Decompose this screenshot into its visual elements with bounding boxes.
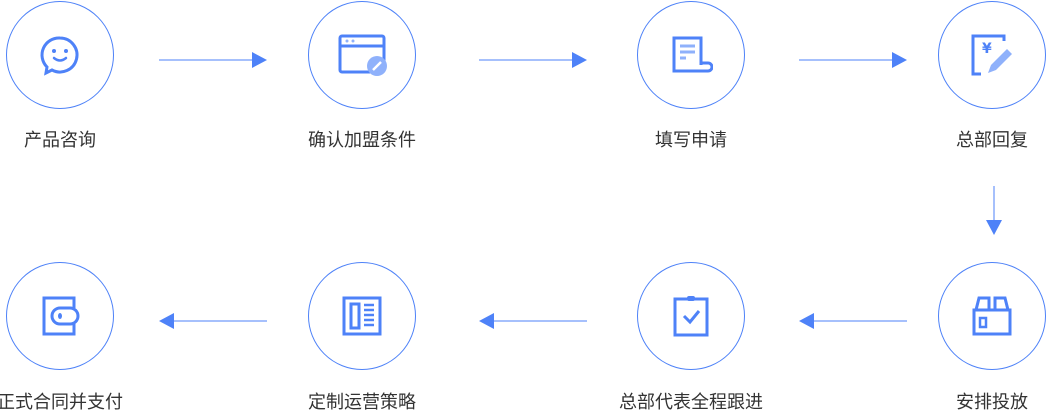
- list-panel-icon: [342, 296, 382, 336]
- step-6-label: 总部代表全程跟进: [619, 392, 763, 413]
- step-1-label: 产品咨询: [24, 130, 96, 151]
- document-scroll-icon: [672, 36, 713, 73]
- step-8-circle: [6, 262, 114, 370]
- chat-smile-icon: [40, 36, 79, 76]
- step-6-circle: [637, 262, 745, 370]
- step-7-label: 定制运营策略: [308, 392, 416, 413]
- clipboard-check-icon: [673, 296, 709, 337]
- arrow-left-2: [479, 313, 587, 329]
- wallet-icon: [42, 296, 80, 336]
- step-5-label: 安排投放: [956, 392, 1028, 413]
- step-7-circle: [308, 262, 416, 370]
- arrow-right-3: [799, 52, 907, 68]
- step-3-circle: [637, 1, 745, 109]
- step-3-label: 填写申请: [655, 130, 727, 151]
- step-4-label: 总部回复: [956, 130, 1028, 151]
- step-2-label: 确认加盟条件: [308, 130, 416, 151]
- arrow-left-1: [799, 313, 907, 329]
- arrow-right-2: [479, 52, 587, 68]
- arrow-left-3: [159, 313, 267, 329]
- arrow-right-1: [159, 52, 267, 68]
- browser-edit-icon: [338, 34, 387, 76]
- svg-text:¥: ¥: [982, 41, 992, 57]
- step-8-label: 正式合同并支付: [0, 392, 123, 413]
- arrow-down: [986, 186, 1002, 235]
- box-icon: [972, 296, 1012, 336]
- step-2-circle: [308, 1, 416, 109]
- step-4-circle: ¥: [938, 1, 1046, 109]
- step-5-circle: [938, 262, 1046, 370]
- yuan-doc-pen-icon: ¥: [971, 34, 1012, 76]
- step-1-circle: [6, 1, 114, 109]
